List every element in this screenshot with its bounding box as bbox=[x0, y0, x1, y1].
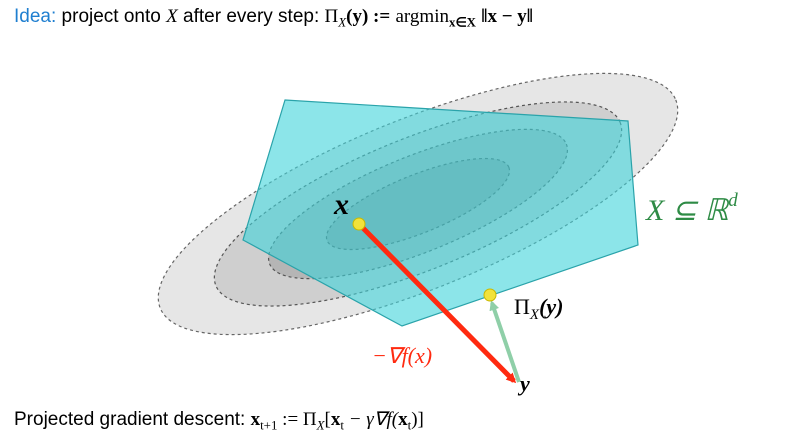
point-x-label: x bbox=[333, 188, 349, 221]
set-label-text: X ⊆ ℝ bbox=[645, 194, 729, 227]
bottom-inner-x: x bbox=[398, 409, 408, 430]
idea-set-symbol: X bbox=[166, 6, 178, 27]
set-label-sup: d bbox=[728, 190, 738, 211]
point-x bbox=[352, 217, 366, 231]
bottom-formula: xt+1 := ΠX[xt − γ∇f(xt)] bbox=[250, 409, 424, 433]
projection-symbol: Π bbox=[514, 294, 530, 319]
idea-argmin-sub: x∈X bbox=[448, 14, 477, 30]
idea-argmin-word: argmin bbox=[395, 6, 449, 27]
idea-keyword: Idea: bbox=[14, 6, 57, 27]
set-label: X ⊆ ℝd bbox=[645, 190, 738, 227]
bottom-minus: − γ∇f( bbox=[343, 409, 399, 430]
idea-line: Idea: project onto X after every step: Π… bbox=[14, 6, 533, 31]
constraint-set bbox=[242, 99, 639, 327]
idea-argmin: argminx∈X bbox=[395, 6, 477, 30]
bottom-x-sub: t bbox=[340, 417, 344, 433]
bottom-x: x bbox=[330, 409, 341, 430]
bottom-lhs: x bbox=[250, 409, 261, 430]
idea-proj-sub: X bbox=[338, 14, 347, 30]
idea-text-after: after every step: bbox=[183, 6, 320, 27]
projection-arrow bbox=[489, 300, 521, 383]
bottom-proj: Π bbox=[302, 409, 317, 430]
bottom-proj-sub: X bbox=[316, 417, 325, 433]
bottom-text: Projected gradient descent: bbox=[14, 409, 246, 430]
point-projection bbox=[483, 288, 497, 302]
projection-label: ΠX(y) bbox=[514, 294, 563, 323]
idea-projection: ΠX(y) := bbox=[324, 6, 391, 30]
projection-arg: (y) bbox=[539, 294, 563, 319]
point-y-label: y bbox=[517, 371, 530, 396]
bottom-assign: := bbox=[282, 409, 299, 430]
idea-text: project onto bbox=[61, 6, 161, 27]
bottom-line: Projected gradient descent: xt+1 := ΠX[x… bbox=[14, 408, 424, 434]
idea-proj-arg: (y) := bbox=[346, 6, 391, 27]
bottom-close: )] bbox=[411, 409, 424, 430]
bottom-lhs-sub: t+1 bbox=[260, 417, 278, 433]
gradient-arrow bbox=[357, 222, 517, 384]
projection-sub: X bbox=[529, 307, 540, 323]
idea-proj-symbol: Π bbox=[324, 6, 339, 27]
gradient-label: −∇f(x) bbox=[372, 343, 432, 368]
bottom-inner-sub: t bbox=[407, 417, 412, 433]
idea-norm: ‖x − y‖ bbox=[481, 6, 533, 27]
bottom-bracket-open: [ bbox=[324, 409, 331, 430]
